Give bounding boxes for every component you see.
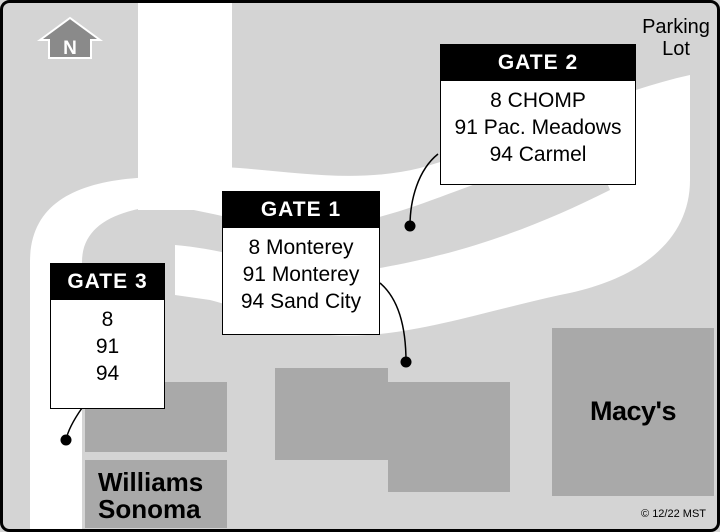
gate-3-route-8: 8 [101, 308, 114, 331]
gate-1-route-91: 91 Monterey [242, 263, 360, 286]
gate-2-box: GATE 2 8 CHOMP 91 Pac. Meadows 94 Carmel [440, 44, 636, 185]
gate-1-route-8: 8 Monterey [248, 236, 354, 259]
gate-3-box: GATE 3 8 91 94 [50, 263, 165, 409]
gate-3-route-91: 91 [95, 335, 120, 358]
north-letter: N [63, 38, 77, 59]
gate-3-title: GATE 3 [51, 264, 164, 300]
building-macys [552, 328, 714, 496]
gate-2-route-94: 94 Carmel [489, 143, 587, 166]
gate-1-pointer-line [379, 282, 407, 363]
gate-2-stop-marker [404, 220, 416, 232]
gate-2-title: GATE 2 [441, 45, 635, 81]
gate-1-routes: 8 Monterey 91 Monterey 94 Sand City [223, 228, 379, 315]
gate-3-stop-marker [60, 434, 72, 446]
gate-1-title: GATE 1 [223, 192, 379, 228]
macys-label: Macy's [590, 396, 676, 426]
copyright-notice: © 12/22 MST [641, 508, 706, 520]
building-center [275, 368, 510, 492]
gate-1-route-94: 94 Sand City [240, 290, 362, 313]
parking-lot-label-line-2: Lot [662, 38, 690, 60]
gate-3-routes: 8 91 94 [51, 300, 164, 387]
gate-2-route-91: 91 Pac. Meadows [454, 116, 622, 139]
williams-sonoma-label-line-2: Sonoma [98, 494, 201, 524]
building-williams-sonoma [85, 460, 227, 528]
williams-sonoma-label-line-1: Williams [98, 467, 204, 497]
gate-2-pointer-line [409, 153, 439, 227]
gate-2-route-8: 8 CHOMP [490, 89, 586, 112]
parking-lot-label-line-1: Parking [642, 16, 710, 38]
gate-2-routes: 8 CHOMP 91 Pac. Meadows 94 Carmel [441, 81, 635, 168]
gate-1-box: GATE 1 8 Monterey 91 Monterey 94 Sand Ci… [222, 191, 380, 335]
gate-1-stop-marker [400, 356, 412, 368]
gate-3-route-94: 94 [95, 362, 120, 385]
north-arrow-icon: N [36, 16, 104, 59]
parking-lot-label: Parking Lot [638, 16, 714, 60]
williams-sonoma-label: Williams Sonoma [98, 469, 203, 523]
